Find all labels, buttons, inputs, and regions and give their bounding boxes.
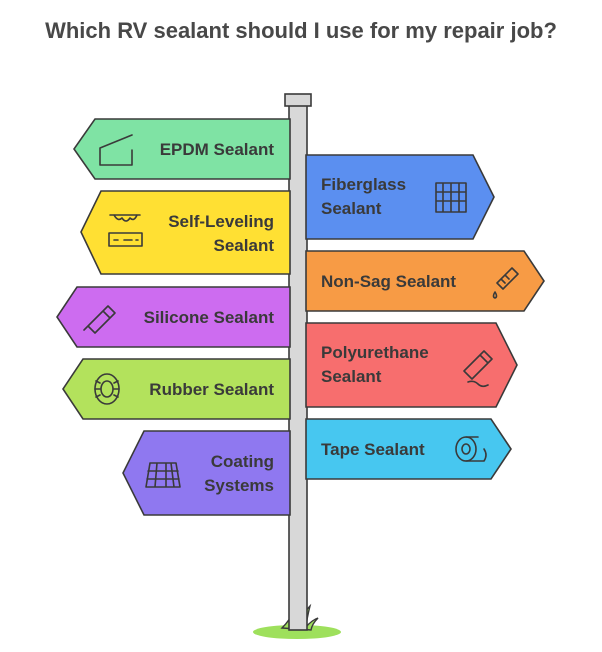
page-title: Which RV sealant should I use for my rep…: [45, 18, 557, 43]
sign-coating[interactable]: Coating Systems: [122, 430, 291, 516]
tube-icon: [463, 350, 493, 388]
tire-icon: [94, 373, 120, 405]
tape-roll-icon: [455, 436, 487, 462]
sign-tape-board: [305, 418, 512, 480]
sign-coating-board: [122, 430, 291, 516]
signpost-pole: [288, 102, 308, 631]
sign-non-sag-board: [305, 250, 545, 312]
sign-tape[interactable]: Tape Sealant: [305, 418, 512, 480]
sign-silicone-board: [56, 286, 291, 348]
sign-self-leveling-label-1: Self-Leveling: [168, 212, 274, 231]
sign-epdm[interactable]: EPDM Sealant: [73, 118, 291, 180]
sign-tape-label: Tape Sealant: [321, 440, 425, 459]
sign-fiberglass[interactable]: Fiberglass Sealant: [305, 154, 495, 240]
sign-epdm-label: EPDM Sealant: [160, 140, 275, 159]
sign-polyurethane-label-1: Polyurethane: [321, 343, 429, 362]
sign-self-leveling[interactable]: Self-Leveling Sealant: [80, 190, 291, 275]
sign-self-leveling-board: [80, 190, 291, 275]
sign-rubber[interactable]: Rubber Sealant: [62, 358, 291, 420]
dropper-icon: [492, 267, 519, 299]
sign-polyurethane-label-2: Sealant: [321, 367, 382, 386]
sign-polyurethane[interactable]: Polyurethane Sealant: [305, 322, 518, 408]
sign-non-sag[interactable]: Non-Sag Sealant: [305, 250, 545, 312]
signpost-cap: [284, 93, 312, 107]
sign-fiberglass-label-2: Sealant: [321, 199, 382, 218]
caulk-gun-icon: [83, 305, 116, 334]
sign-coating-label-2: Systems: [204, 476, 274, 495]
sign-fiberglass-label-1: Fiberglass: [321, 175, 406, 194]
sign-fiberglass-board: [305, 154, 495, 240]
sign-silicone-label: Silicone Sealant: [144, 308, 275, 327]
sign-silicone[interactable]: Silicone Sealant: [56, 286, 291, 348]
sign-coating-label-1: Coating: [211, 452, 274, 471]
grid-panel-icon: [145, 462, 181, 488]
leveling-icon: [108, 214, 143, 247]
ground-grass: [253, 625, 341, 639]
roof-tiles-icon: [435, 182, 467, 213]
roof-icon: [99, 134, 133, 166]
sign-rubber-board: [62, 358, 291, 420]
sign-non-sag-label: Non-Sag Sealant: [321, 272, 456, 291]
sign-polyurethane-board: [305, 322, 518, 408]
sign-rubber-label: Rubber Sealant: [149, 380, 274, 399]
sign-self-leveling-label-2: Sealant: [214, 236, 275, 255]
sign-epdm-board: [73, 118, 291, 180]
